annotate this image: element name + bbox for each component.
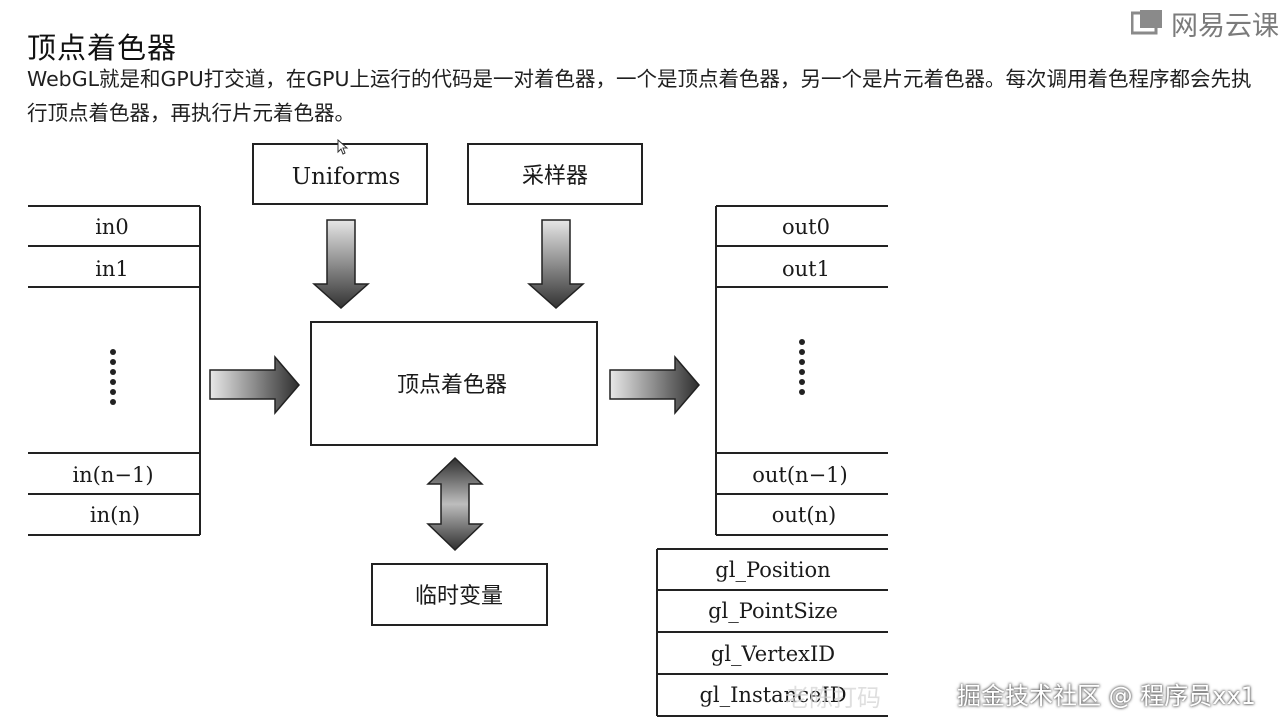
- netease-cloud-icon: [1131, 9, 1162, 34]
- input-in-n: in(n): [90, 503, 140, 527]
- sampler-box: 采样器: [467, 143, 643, 205]
- temp-vars-label: 临时变量: [415, 584, 503, 609]
- temp-vars-box: 临时变量: [371, 563, 548, 626]
- sampler-arrow: [527, 219, 585, 310]
- output-out0: out0: [782, 215, 830, 239]
- output-out-n-minus-1: out(n−1): [752, 463, 847, 487]
- vertex-shader-label: 顶点着色器: [397, 373, 507, 398]
- input-in-n-minus-1: in(n−1): [72, 463, 153, 487]
- input-attributes: in0 in1 in(n−1) in(n): [28, 205, 201, 536]
- uniforms-box: Uniforms: [252, 143, 428, 205]
- vertex-shader-box: 顶点着色器: [310, 321, 598, 446]
- builtin-variables: gl_Position gl_PointSize gl_VertexID gl_…: [656, 548, 888, 717]
- intro-paragraph: WebGL就是和GPU打交道，在GPU上运行的代码是一对着色器，一个是顶点着色器…: [27, 67, 1252, 125]
- brand-name: 网易云课: [1171, 11, 1279, 42]
- site-watermark: 掘金技术社区 @ 程序员xx1: [957, 682, 1256, 710]
- builtin-gl-instanceid: gl_InstanceID: [699, 683, 846, 707]
- brand-logo: 网易云课: [1131, 4, 1279, 43]
- input-to-shader-arrow: [209, 354, 300, 416]
- page-heading: 顶点着色器: [27, 31, 178, 66]
- mouse-cursor-icon: [337, 139, 349, 155]
- input-in1: in1: [95, 257, 129, 281]
- input-in0: in0: [95, 215, 129, 239]
- uniforms-label: Uniforms: [292, 164, 401, 190]
- author-watermark: 老陈打码: [785, 684, 881, 712]
- builtin-gl-vertexid: gl_VertexID: [711, 642, 835, 666]
- sampler-label: 采样器: [522, 164, 588, 189]
- output-varyings: out0 out1 out(n−1) out(n): [715, 205, 888, 536]
- output-out-n: out(n): [772, 503, 837, 527]
- uniforms-arrow: [312, 219, 370, 310]
- builtin-gl-pointsize: gl_PointSize: [708, 599, 838, 623]
- shader-to-output-arrow: [609, 354, 700, 416]
- output-ellipsis: [799, 339, 805, 395]
- builtin-gl-position: gl_Position: [715, 558, 830, 582]
- temp-vars-double-arrow: [426, 456, 484, 552]
- input-ellipsis: [110, 349, 116, 405]
- output-out1: out1: [782, 257, 830, 281]
